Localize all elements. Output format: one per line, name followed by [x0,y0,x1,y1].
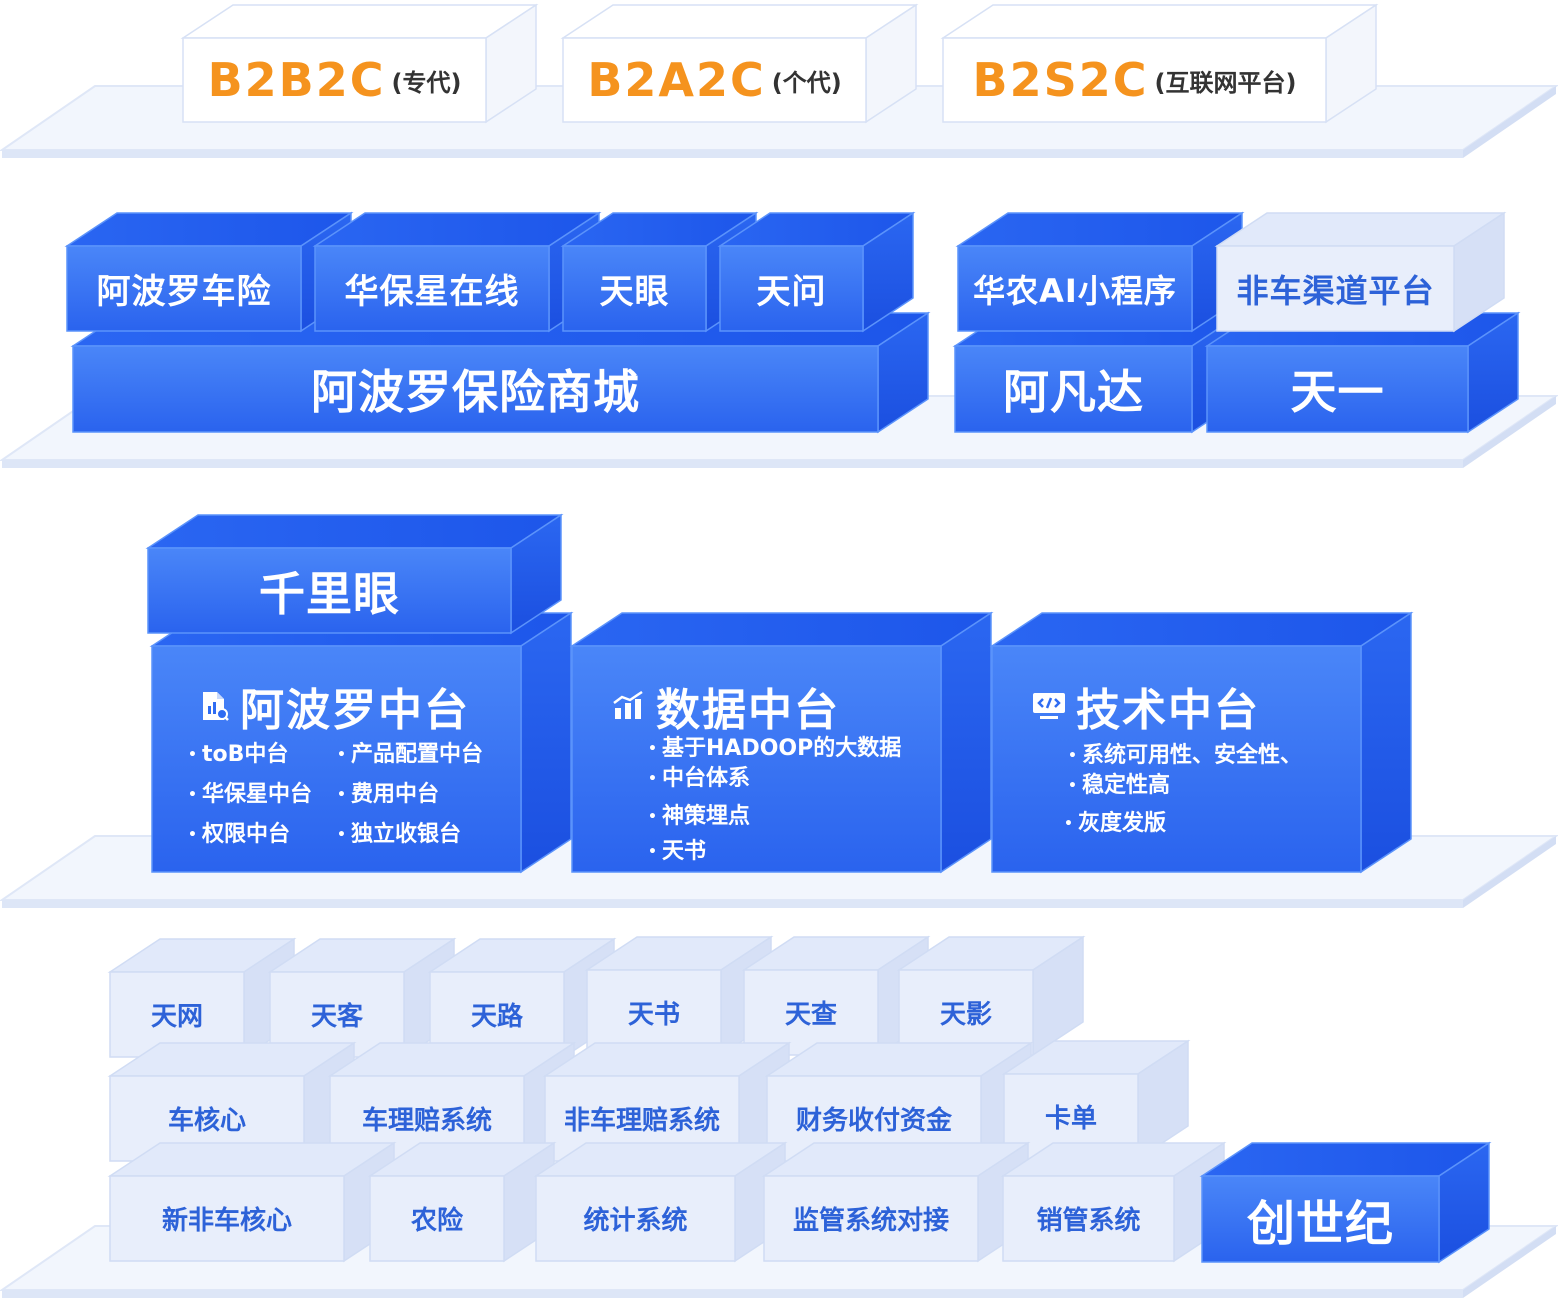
apollo-item-tob: toB中台 [188,740,288,770]
module-box [1214,211,1507,333]
tech-middle-title-text: 技术中台 [1076,685,1260,736]
module-box [180,3,539,124]
sys-car-claims: 车理赔系统 [361,1106,492,1136]
sys-car-core: 车核心 [167,1106,246,1136]
sys-agri-insurance: 农险 [410,1206,463,1236]
module-box [940,3,1379,124]
sys-chuangshiji: 创世纪 [1246,1196,1394,1252]
channel-b2b2c: B2B2C (专代) [183,38,486,122]
channel-b2b2c-label: B2B2C [207,53,386,107]
sys-tiancha: 天查 [784,1000,837,1030]
app-tianyan: 天眼 [599,272,670,312]
tech-middle-title: 技术中台 [1032,674,1260,738]
module-box [584,935,774,1057]
data-item-tianshu: 天书 [648,837,706,867]
data-item-hadoop: 基于HADOOP的大数据 [648,734,901,764]
qianliyan-box: 千里眼 [259,566,400,621]
channel-b2a2c-sub: (个代) [771,68,842,97]
module-box [955,211,1245,333]
module-box [145,513,564,635]
apollo-item-huabaoxing: 华保星中台 [188,780,312,810]
tech-item-availability: 系统可用性、安全性、 [1068,741,1302,771]
app-tianwen: 天问 [756,272,827,312]
sys-tianlu: 天路 [470,1002,523,1032]
apollo-item-permission: 权限中台 [188,820,290,850]
channel-b2b2c-sub: (专代) [391,68,462,97]
data-middle-platform: 数据中台 基于HADOOP的大数据 中台体系 神策埋点 天书 [572,646,941,872]
data-middle-title-text: 数据中台 [656,685,840,736]
app-non-car-channel: 非车渠道平台 [1236,271,1435,310]
module-box [533,1141,788,1263]
sys-sales-management: 销管系统 [1036,1206,1141,1236]
sys-statistics: 统计系统 [583,1206,688,1236]
app-afanda: 阿凡达 [1003,365,1144,419]
sys-new-non-car-core: 新非车核心 [161,1206,292,1236]
channel-b2a2c: B2A2C (个代) [563,38,866,122]
module-boxes [64,3,1521,1264]
sys-tianying: 天影 [939,1000,992,1030]
module-box [560,3,919,124]
module-box [761,1141,1031,1263]
app-huanong-ai-miniprogram: 华农AI小程序 [973,271,1177,310]
apollo-item-product-config: 产品配置中台 [337,740,483,770]
channel-b2s2c-label: B2S2C [972,53,1149,107]
app-apollo-mall: 阿波罗保险商城 [311,365,640,419]
app-tianyi: 天一 [1290,365,1385,419]
module-box [896,935,1086,1057]
tech-item-availability-cont: 稳定性高 [1068,771,1170,801]
data-middle-title: 数据中台 [612,674,840,738]
apollo-middle-title-text: 阿波罗中台 [240,685,470,736]
data-item-sensors: 神策埋点 [648,802,750,832]
channel-b2a2c-label: B2A2C [587,53,766,107]
apollo-middle-title: 阿波罗中台 [200,674,470,738]
sys-tianwang: 天网 [150,1002,203,1032]
channel-b2s2c: B2S2C (互联网平台) [943,38,1326,122]
app-huabaoxing-online: 华保星在线 [344,272,520,312]
document-chart-icon [203,692,229,721]
code-screen-icon [1033,693,1065,719]
tech-middle-platform: 技术中台 系统可用性、安全性、 稳定性高 灰度发版 [992,646,1361,872]
sys-tianshu: 天书 [627,1000,680,1030]
apollo-item-cashier: 独立收银台 [337,820,461,850]
sys-card-order: 卡单 [1044,1104,1097,1134]
app-apollo-car: 阿波罗车险 [96,272,272,312]
apollo-item-fee: 费用中台 [337,780,439,810]
data-item-hadoop-cont: 中台体系 [648,764,750,794]
sys-tianke: 天客 [310,1002,363,1032]
tech-item-gray-release: 灰度发版 [1064,809,1166,839]
module-box [717,211,916,333]
module-box [1000,1141,1227,1263]
bar-chart-icon [613,691,643,719]
sys-non-car-claims: 非车理赔系统 [563,1106,720,1136]
module-box [1199,1141,1492,1264]
module-box [107,1141,397,1263]
apollo-middle-platform: 阿波罗中台 toB中台 产品配置中台 华保星中台 费用中台 权限中台 独立收银台 [152,646,521,872]
sys-regulatory-link: 监管系统对接 [792,1206,949,1236]
sys-finance-payment: 财务收付资金 [795,1106,952,1136]
channel-b2s2c-sub: (互联网平台) [1154,68,1297,97]
